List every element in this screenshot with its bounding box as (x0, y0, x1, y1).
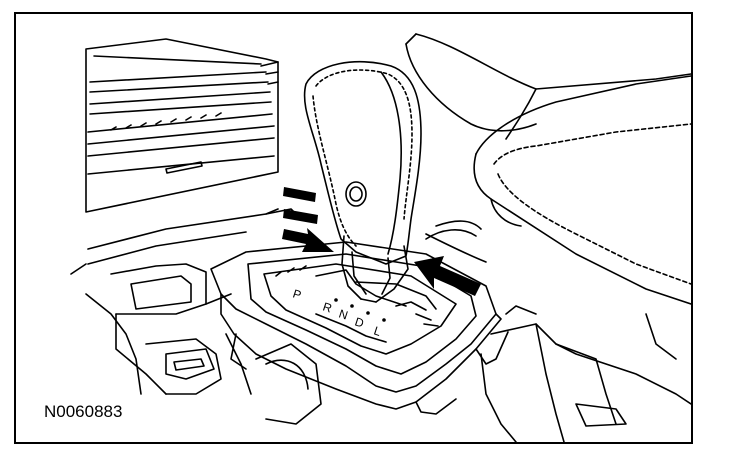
gear-letter-l: L (372, 324, 383, 339)
arrow-left-bottom-icon (282, 228, 334, 252)
armrest (405, 33, 691, 305)
lower-left-console (70, 208, 322, 425)
gear-letter-d: D (353, 315, 366, 331)
lower-right-console (480, 305, 691, 442)
shifter-illustration: P R N D L (70, 33, 691, 442)
gear-letter-r: R (321, 300, 334, 316)
boot-edge-line (425, 233, 487, 263)
arrow-left-middle-icon (283, 209, 318, 224)
gear-letter-n: N (337, 307, 350, 323)
figure-frame: P R N D L (14, 12, 693, 444)
arrow-left-top-icon (283, 187, 316, 202)
shift-knob (303, 60, 422, 303)
center-stack (85, 38, 279, 213)
callout-arrows (282, 187, 481, 296)
arrow-right-icon (414, 256, 481, 296)
gear-letter-p: P (291, 287, 303, 303)
figure-id-label: N0060883 (44, 402, 123, 421)
gear-indicator: P R N D L (291, 287, 386, 339)
